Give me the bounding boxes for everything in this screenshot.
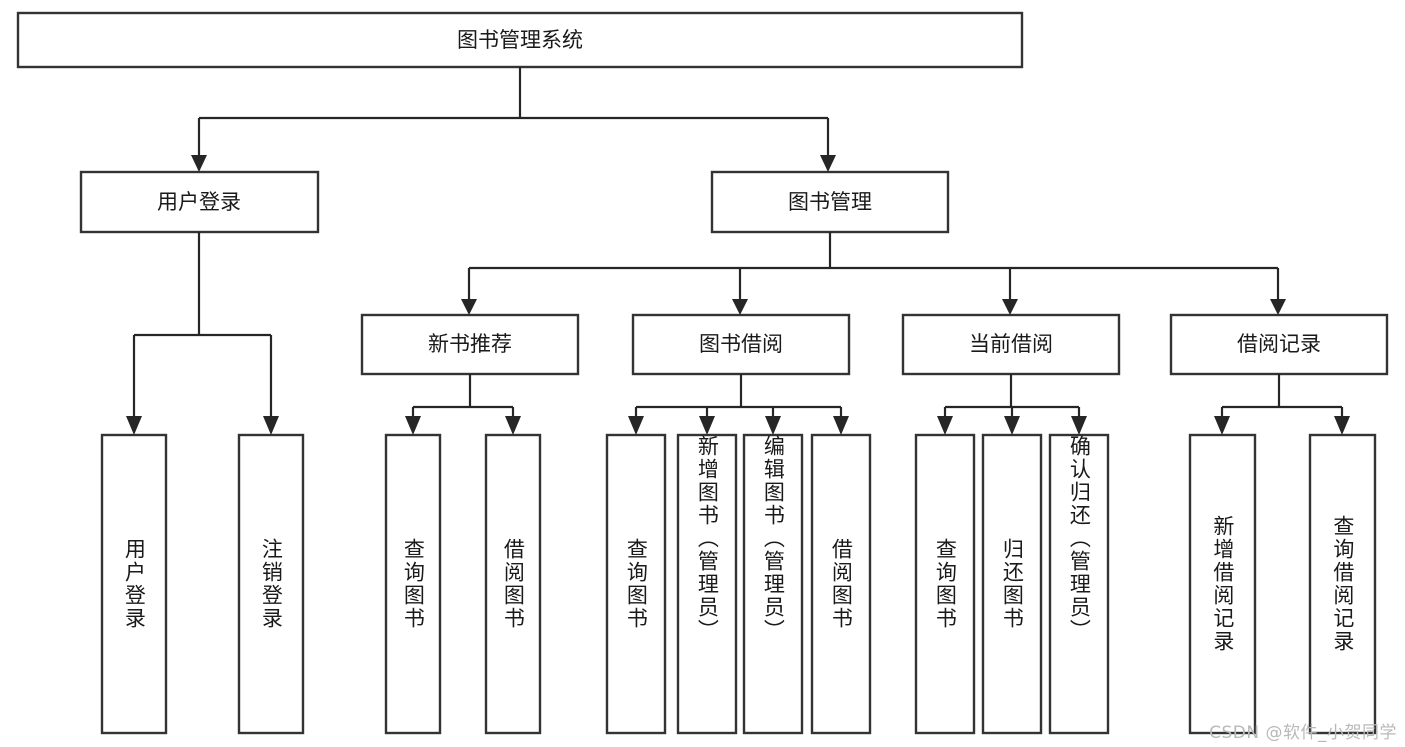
arrow-head-leaf-11 (1214, 416, 1230, 435)
node-box-user-login[interactable] (79, 170, 320, 234)
arrow-head-leaf-7 (833, 416, 849, 435)
node-label-user-login: 用户登录 (157, 190, 241, 214)
watermark: CSDN @软件_小贺同学 (1209, 723, 1397, 743)
arrow-head-leaf-6 (765, 416, 781, 435)
connectors-book-borrow (628, 374, 849, 435)
leaf-box-1[interactable] (237, 433, 305, 735)
arrow-head-leaf-4 (628, 416, 644, 435)
arrow-head-leaf-3 (505, 416, 521, 435)
node-box-root[interactable] (16, 11, 1024, 69)
arrow-head-current-borrow (1002, 299, 1018, 315)
arrow-head-new-book-rec (461, 299, 477, 315)
node-boxes (16, 11, 1389, 735)
arrow-head-leaf-10 (1071, 416, 1087, 435)
leaf-box-11[interactable] (1188, 433, 1257, 735)
leaf-box-6[interactable] (742, 433, 804, 735)
connectors-user-login (126, 232, 279, 435)
node-label-borrow-record: 借阅记录 (1237, 332, 1321, 356)
arrow-head-leaf-1 (263, 416, 279, 435)
connectors-borrow-record (1214, 374, 1350, 435)
leaf-box-0[interactable] (100, 433, 168, 735)
connectors-current-borrow (937, 374, 1087, 435)
leaf-box-10[interactable] (1048, 433, 1110, 735)
arrow-head-leaf-9 (1004, 416, 1020, 435)
arrow-head-leaf-8 (937, 416, 953, 435)
leaf-box-8[interactable] (914, 433, 976, 735)
leaf-box-9[interactable] (981, 433, 1043, 735)
arrow-head-leaf-2 (405, 416, 421, 435)
connectors-book-admin (461, 232, 1286, 315)
arrow-head-leaf-12 (1334, 416, 1350, 435)
arrow-head-user-login (191, 155, 207, 172)
leaf-box-7[interactable] (810, 433, 872, 735)
leaf-box-3[interactable] (484, 433, 542, 735)
arrow-head-book-borrow (732, 299, 748, 315)
node-label-new-book-rec: 新书推荐 (428, 332, 512, 356)
node-box-current-borrow[interactable] (901, 313, 1121, 376)
arrow-head-book-admin (820, 155, 836, 172)
node-box-new-book-rec[interactable] (360, 313, 580, 376)
arrow-head-leaf-0 (126, 416, 142, 435)
node-label-current-borrow: 当前借阅 (969, 332, 1053, 356)
arrow-head-borrow-record (1270, 299, 1286, 315)
node-label-book-borrow: 图书借阅 (699, 332, 783, 356)
connectors-new-book-rec (405, 374, 521, 435)
node-label-root: 图书管理系统 (457, 28, 583, 52)
arrow-head-leaf-5 (699, 416, 715, 435)
leaf-box-2[interactable] (384, 433, 442, 735)
leaf-box-4[interactable] (605, 433, 667, 735)
connectors-root (191, 67, 836, 172)
node-label-book-admin: 图书管理 (788, 190, 872, 214)
leaf-box-5[interactable] (676, 433, 738, 735)
leaf-box-12[interactable] (1308, 433, 1377, 735)
